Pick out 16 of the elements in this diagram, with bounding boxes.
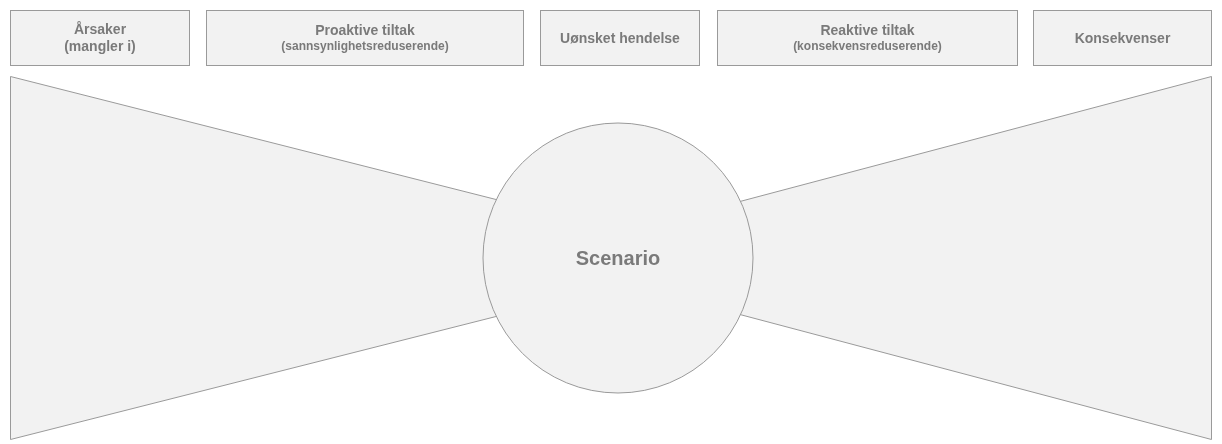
scenario-circle — [482, 122, 754, 394]
header-box — [540, 10, 700, 66]
bowtie-wing — [10, 76, 498, 440]
heading-text: Reaktive tiltak — [819, 22, 916, 39]
header-box — [206, 10, 524, 66]
header-box — [10, 10, 190, 66]
header-box — [1033, 10, 1212, 66]
bowtie-wing — [738, 76, 1212, 440]
subtitle-text: (sannsynlighetsreduserende) — [281, 39, 449, 54]
heading-text: Årsaker (mangler i) — [63, 21, 137, 55]
heading-text: Konsekvenser — [1074, 29, 1171, 47]
heading-text: Scenario — [575, 246, 661, 270]
subtitle-text: (konsekvensreduserende) — [793, 39, 942, 54]
heading-text: Proaktive tiltak — [314, 22, 416, 39]
header-box — [717, 10, 1018, 66]
heading-text: Uønsket hendelse — [560, 29, 680, 47]
